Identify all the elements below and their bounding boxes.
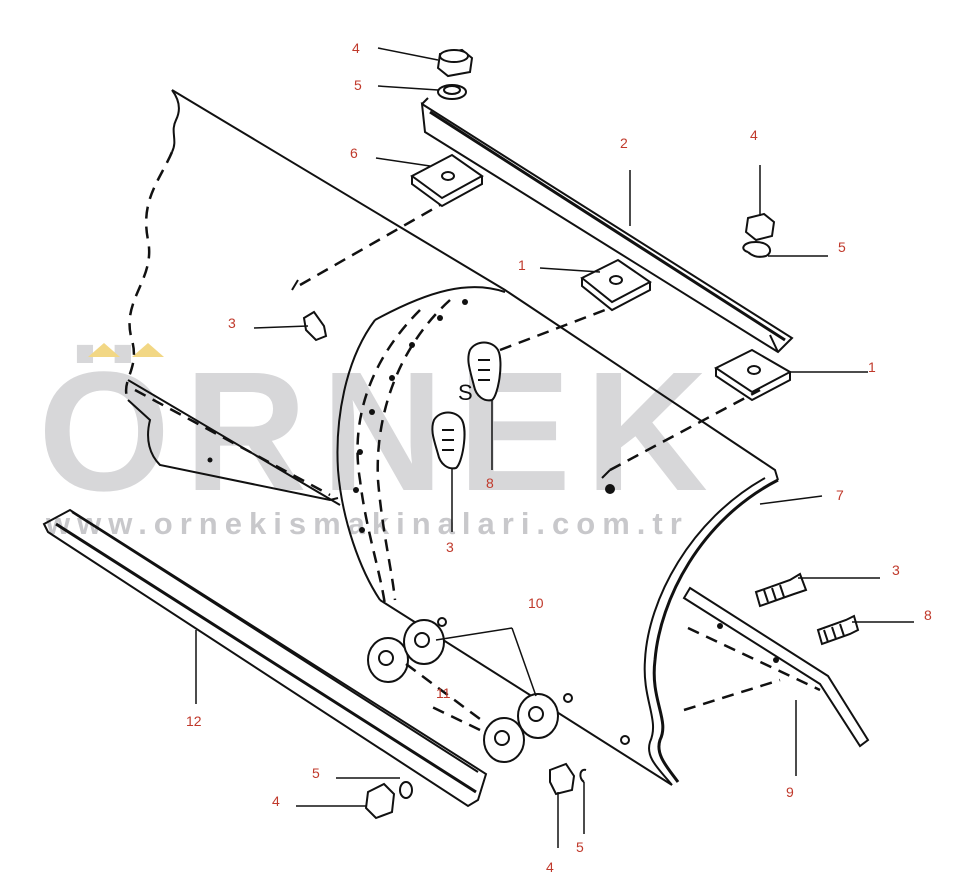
callout-2: 2 (620, 135, 628, 151)
callout-4: 4 (750, 127, 758, 143)
callout-5: 5 (838, 239, 846, 255)
callouts: 4 5 6 2 4 5 1 1 3 8 3 7 3 8 10 11 12 9 5… (186, 40, 932, 875)
callout-7: 7 (836, 487, 844, 503)
callout-8: 8 (486, 475, 494, 491)
top-hardware (436, 48, 776, 258)
callout-5: 5 (576, 839, 584, 855)
side-plate (682, 586, 870, 748)
watermark: ÖRNEK www.ornekismakinalari.com.tr (38, 337, 722, 541)
watermark-brand: ÖRNEK (38, 337, 722, 527)
callout-10: 10 (528, 595, 544, 611)
bottom-hardware (364, 762, 587, 820)
watermark-url: www.ornekismakinalari.com.tr (45, 506, 689, 541)
callout-9: 9 (786, 784, 794, 800)
top-bracket (420, 97, 794, 354)
callout-12: 12 (186, 713, 202, 729)
bottom-bar (42, 508, 488, 808)
callout-3: 3 (228, 315, 236, 331)
rear-shield (124, 89, 779, 786)
callout-5: 5 (354, 77, 362, 93)
callout-8: 8 (924, 607, 932, 623)
callout-6: 6 (350, 145, 358, 161)
spacers (367, 617, 630, 763)
callout-4: 4 (272, 793, 280, 809)
callout-3: 3 (446, 539, 454, 555)
callout-11: 11 (436, 685, 451, 701)
callout-5: 5 (312, 765, 320, 781)
svg-text:S: S (458, 380, 473, 405)
callout-1: 1 (518, 257, 526, 273)
umlaut-right-mark (132, 343, 164, 357)
umlaut-left-mark (88, 343, 120, 357)
callout-4: 4 (352, 40, 360, 56)
callout-3: 3 (892, 562, 900, 578)
bolts: S (302, 310, 860, 646)
leader-lines (195, 47, 914, 848)
callout-1: 1 (868, 359, 876, 375)
callout-4: 4 (546, 859, 554, 875)
